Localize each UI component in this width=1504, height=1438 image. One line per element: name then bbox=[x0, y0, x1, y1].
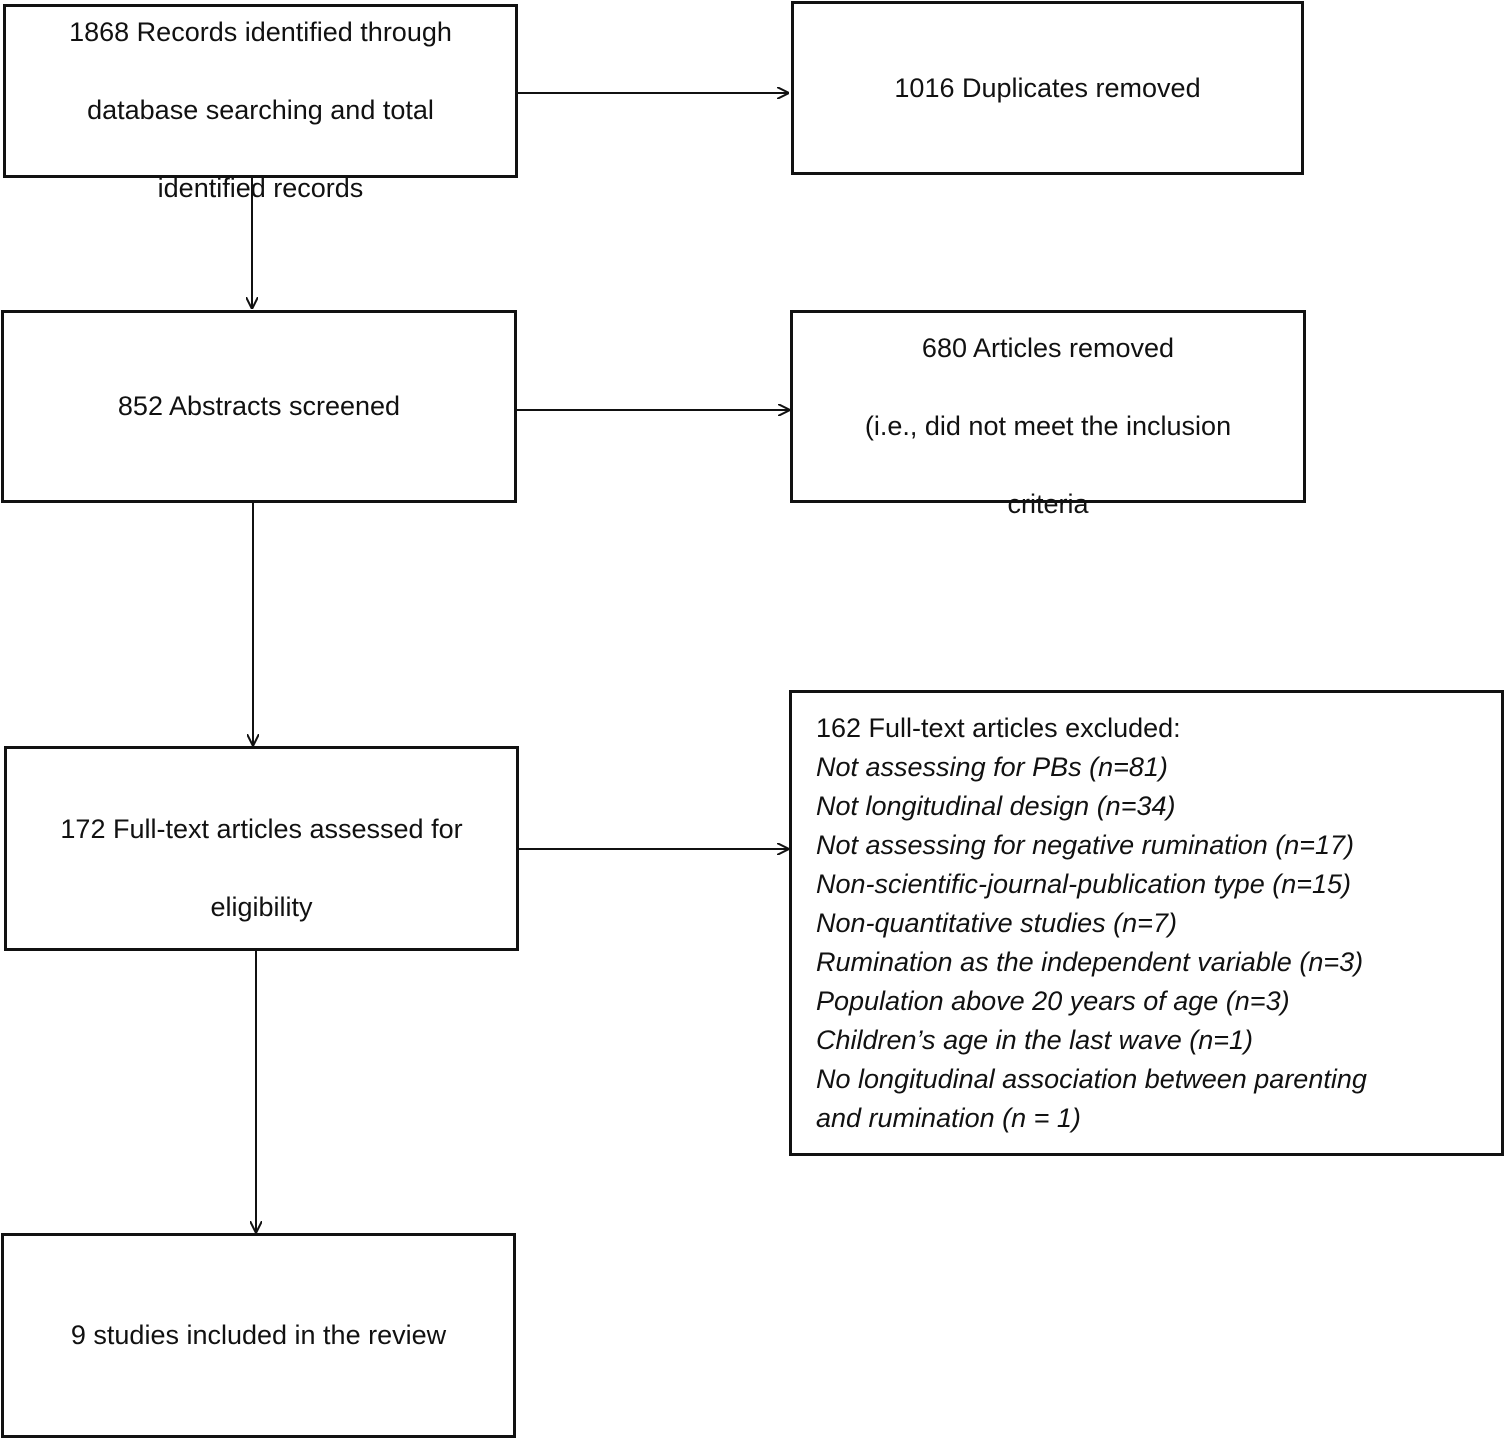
exclusion-reason: Not longitudinal design (n=34) bbox=[816, 791, 1176, 821]
studies-included-text: 9 studies included in the review bbox=[70, 1320, 447, 1350]
studies-included-box: 9 studies included in the review bbox=[1, 1233, 516, 1438]
exclusion-reason: and rumination (n = 1) bbox=[816, 1103, 1081, 1133]
abstracts-screened-text: 852 Abstracts screened bbox=[117, 391, 401, 421]
exclusion-reason: Not assessing for negative rumination (n… bbox=[816, 830, 1355, 860]
fulltext-assessed-box: 172 Full-text articles assessed for elig… bbox=[4, 746, 519, 951]
articles-removed-text: 680 Articles removed (i.e., did not meet… bbox=[865, 290, 1231, 524]
fulltext-assessed-text: 172 Full-text articles assessed for elig… bbox=[60, 771, 462, 927]
fulltext-assessed-line: 172 Full-text articles assessed for bbox=[60, 813, 463, 844]
identified-records-box: 1868 Records identified through database… bbox=[3, 4, 518, 203]
articles-removed-line: 680 Articles removed bbox=[921, 332, 1175, 363]
exclusion-reason: Children’s age in the last wave (n=1) bbox=[816, 1025, 1253, 1055]
abstracts-screened-box: 852 Abstracts screened bbox=[1, 310, 517, 503]
identified-records-text: 1868 Records identified through database… bbox=[69, 0, 452, 208]
exclusion-reason: Non-quantitative studies (n=7) bbox=[816, 908, 1177, 938]
articles-removed-box: 680 Articles removed (i.e., did not meet… bbox=[790, 310, 1306, 519]
exclusion-reason: Rumination as the independent variable (… bbox=[816, 947, 1364, 977]
exclusion-reason: Not assessing for PBs (n=81) bbox=[816, 752, 1168, 782]
exclusion-heading: 162 Full-text articles excluded: bbox=[816, 713, 1181, 743]
identified-records-line: identified records bbox=[157, 173, 364, 203]
fulltext-excluded-box: 162 Full-text articles excluded: Not ass… bbox=[789, 690, 1504, 1156]
articles-removed-line: criteria bbox=[1007, 488, 1089, 519]
articles-removed-line: (i.e., did not meet the inclusion bbox=[864, 410, 1232, 441]
identified-records-line: 1868 Records identified through bbox=[69, 17, 452, 47]
identified-records-line: database searching and total bbox=[87, 95, 434, 125]
fulltext-assessed-line: eligibility bbox=[210, 891, 313, 922]
duplicates-removed-box: 1016 Duplicates removed bbox=[791, 1, 1304, 175]
duplicates-removed-text: 1016 Duplicates removed bbox=[894, 72, 1201, 103]
exclusion-reason: No longitudinal association between pare… bbox=[816, 1064, 1367, 1094]
exclusion-reasons-list: 162 Full-text articles excluded: Not ass… bbox=[816, 709, 1367, 1138]
exclusion-reason: Population above 20 years of age (n=3) bbox=[816, 986, 1290, 1016]
exclusion-reason: Non-scientific-journal-publication type … bbox=[816, 869, 1352, 899]
